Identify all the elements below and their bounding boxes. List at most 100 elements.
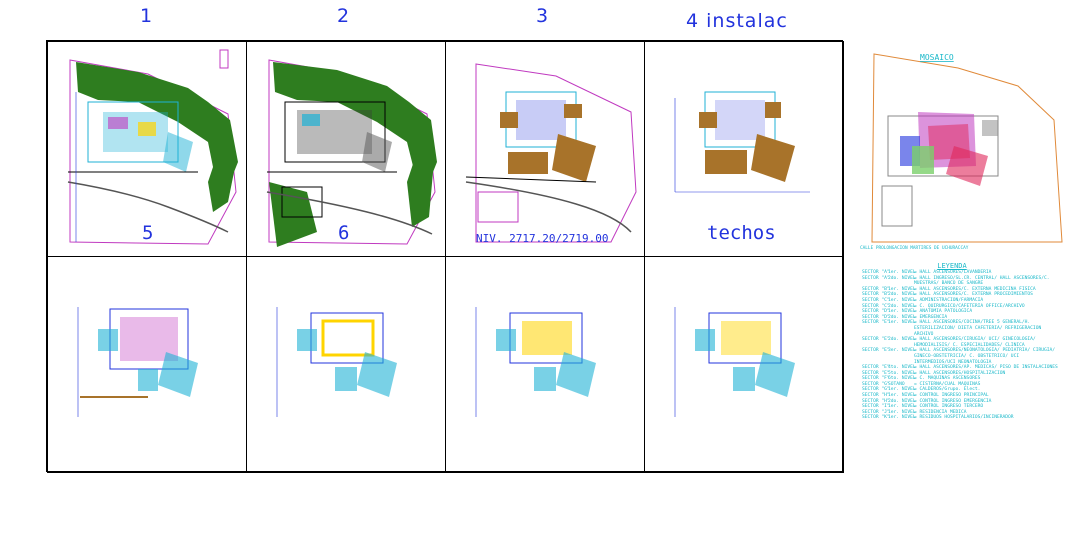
legend-description: = HALL ASCENSORES/AP. MEDICAS/ PISO DE I… <box>914 365 1058 371</box>
legend-sector: SECTOR "D" <box>862 314 890 320</box>
column-number-2: 2 <box>337 5 350 27</box>
legend-title: LEYENDA <box>937 262 967 270</box>
site-plan-vegetation-1 <box>67 49 238 245</box>
legend-row: SECTOR "H"1er. NIVEL= CONTROL INGRESO PR… <box>862 393 1062 399</box>
legend-row: SECTOR "A"2do. NIVEL= HALL INGRESO/SL.CR… <box>862 276 1062 287</box>
legend-sector: SECTOR "G" <box>862 381 890 387</box>
legend-level: 1er. NIVEL <box>888 286 916 292</box>
legend-sector: SECTOR "H" <box>862 398 890 404</box>
legend-level: 5to. NIVEL <box>888 370 916 376</box>
legend-level: 1er. NIVEL <box>888 309 916 315</box>
legend-description: = C. MAQUINAS ASCENSORES <box>914 376 981 382</box>
key-site-plan[interactable]: MOSAICO CALLE PROLONGACION MARTIRES DE U… <box>858 46 1068 258</box>
legend-row: SECTOR "I"1er. NIVEL= CONTROL INGRESO TE… <box>862 404 1062 410</box>
legend-sector: SECTOR "D" <box>862 309 890 315</box>
legend-description: = HALL ASCENSORES/HOSPITALIZACION <box>914 370 1006 376</box>
key-plan-title: MOSAICO <box>920 53 954 62</box>
legend-row: SECTOR "D"2do. NIVEL= EMERGENCIA <box>862 315 1062 321</box>
legend-sector: SECTOR "I" <box>862 404 890 410</box>
legend-sector: SECTOR "B" <box>862 286 890 292</box>
site-plan-level-3 <box>465 63 637 243</box>
legend-row: SECTOR "A"1er. NIVEL= HALL ASCENSORES/LA… <box>862 270 1062 276</box>
cell-label-2: 6 <box>338 222 350 244</box>
legend-row: SECTOR "H"2do. NIVEL= CONTROL INGRESO EM… <box>862 399 1062 405</box>
legend: LEYENDA SECTOR "A"1er. NIVEL= HALL ASCEN… <box>862 262 1062 421</box>
plan-cell-4[interactable]: techos <box>644 41 844 257</box>
legend-row: SECTOR "G"1er. NIVEL= CALDEROS/Grupo. El… <box>862 387 1062 393</box>
legend-level: 4to. NIVEL <box>888 365 916 371</box>
column-number-4: 4 instalac <box>686 10 788 32</box>
legend-description: = C. QUIRURGICO/CAFETERIA OFFICE/ARCHIVO <box>914 303 1025 309</box>
legend-description: = HALL ASCENSORES/COCINA/TREE 5 GENERAL/… <box>914 320 1042 337</box>
legend-description: = CONTROL INGRESO EMERGENCIA <box>914 398 992 404</box>
legend-rows: SECTOR "A"1er. NIVEL= HALL ASCENSORES/LA… <box>862 270 1062 421</box>
legend-description: = ANATOMIA PATOLOGICA <box>914 309 973 315</box>
legend-row: SECTOR "K"1er. NIVEL= RESIDUOS HOSPITALA… <box>862 415 1062 421</box>
legend-level: 1er. NIVEL <box>888 387 916 393</box>
legend-sector: SECTOR "J" <box>862 409 890 415</box>
legend-description: = HALL ASCENSORES/LAVANDERIA <box>914 270 992 275</box>
floor-plan-4 <box>674 307 795 417</box>
legend-description: = EMERGENCIA <box>914 314 948 320</box>
legend-description: = CALDEROS/Grupo. Elect. <box>914 387 981 393</box>
column-number-1: 1 <box>140 5 153 27</box>
legend-level: 1er. NIVEL <box>888 409 916 415</box>
legend-level: 1er. NIVEL <box>888 270 916 275</box>
column-number-3: 3 <box>536 5 549 27</box>
street-bottom: CALLE PROLONGACION MARTIRES DE UCHURACCA… <box>860 246 969 251</box>
legend-level: 2do. NIVEL <box>888 303 916 309</box>
legend-level: SOTANO <box>888 381 905 387</box>
plan-cell-2[interactable]: 6 <box>246 41 446 257</box>
cell-label-3: NIV. 2717.20/2719.00 <box>476 232 609 245</box>
legend-sector: SECTOR "A" <box>862 270 890 275</box>
legend-row: SECTOR "D"1er. NIVEL= ANATOMIA PATOLOGIC… <box>862 309 1062 315</box>
legend-description: = RESIDENCIA MEDICA <box>914 409 967 415</box>
plan-cell-7[interactable] <box>445 256 645 473</box>
cell-label-4: techos <box>707 222 776 244</box>
legend-row: SECTOR "F"6to. NIVEL= C. MAQUINAS ASCENS… <box>862 376 1062 382</box>
legend-sector: SECTOR "H" <box>862 393 890 399</box>
legend-row: SECTOR "E"3er. NIVEL= HALL ASCENSORES/NE… <box>862 348 1062 365</box>
legend-sector: SECTOR "E" <box>862 348 890 354</box>
floor-plan-1 <box>77 307 198 417</box>
legend-sector: SECTOR "C" <box>862 297 890 303</box>
legend-row: SECTOR "E"1er. NIVEL= HALL ASCENSORES/CO… <box>862 320 1062 337</box>
legend-level: 6to. NIVEL <box>888 376 916 382</box>
legend-sector: SECTOR "B" <box>862 292 890 298</box>
legend-description: = HALL INGRESO/SL.CR. CENTRAL/ HALL ASCE… <box>914 275 1050 287</box>
plan-cell-3[interactable]: NIV. 2717.20/2719.00 <box>445 41 645 257</box>
legend-level: 2do. NIVEL <box>888 275 916 281</box>
sheet-grid: 5 6 N <box>46 40 844 473</box>
legend-level: 1er. NIVEL <box>888 297 916 303</box>
plan-cell-6[interactable] <box>246 256 446 473</box>
legend-row: SECTOR "G"SOTANO = CISTERNA/CUAL MAQUINAS <box>862 382 1062 388</box>
legend-sector: SECTOR "C" <box>862 303 890 309</box>
legend-sector: SECTOR "G" <box>862 387 890 393</box>
plan-cell-1[interactable]: 5 <box>47 41 247 257</box>
legend-description: = CISTERNA/CUAL MAQUINAS <box>914 381 981 387</box>
floor-plan-2 <box>276 307 397 417</box>
legend-sector: SECTOR "A" <box>862 275 890 281</box>
legend-description: = HALL ASCENSORES/C. EXTERNA MEDICINA FI… <box>914 286 1036 292</box>
legend-row: SECTOR "B"2do. NIVEL= HALL ASCENSORES/C.… <box>862 292 1062 298</box>
key-plan-drawing: MOSAICO <box>871 53 1063 243</box>
roof-plan <box>674 91 810 193</box>
legend-sector: SECTOR "K" <box>862 415 890 421</box>
legend-row: SECTOR "C"2do. NIVEL= C. QUIRURGICO/CAFE… <box>862 304 1062 310</box>
legend-level: 2do. NIVEL <box>888 314 916 320</box>
legend-level: 2do. NIVEL <box>888 292 916 298</box>
site-plan-vegetation-2 <box>266 59 437 247</box>
legend-description: = HALL ASCENSORES/CIRUGIA/ UCI/ GINECOLO… <box>914 337 1036 348</box>
legend-level: 2do. NIVEL <box>888 337 916 343</box>
legend-sector: SECTOR "E" <box>862 370 890 376</box>
legend-sector: SECTOR "F" <box>862 376 890 382</box>
legend-sector: SECTOR "E" <box>862 365 890 371</box>
plan-cell-8[interactable] <box>644 256 844 473</box>
legend-level: 2do. NIVEL <box>888 398 916 404</box>
legend-row: SECTOR "J"1er. NIVEL= RESIDENCIA MEDICA <box>862 410 1062 416</box>
plan-cell-5[interactable] <box>47 256 247 473</box>
floor-plan-3 <box>475 307 596 417</box>
legend-row: SECTOR "C"1er. NIVEL= ADMINISTRACION/FAR… <box>862 298 1062 304</box>
legend-description: = RESIDUOS HOSPITALARIOS/INCINERADOR <box>914 415 1014 421</box>
legend-description: = CONTROL INGRESO PRINCIPAL <box>914 393 989 399</box>
